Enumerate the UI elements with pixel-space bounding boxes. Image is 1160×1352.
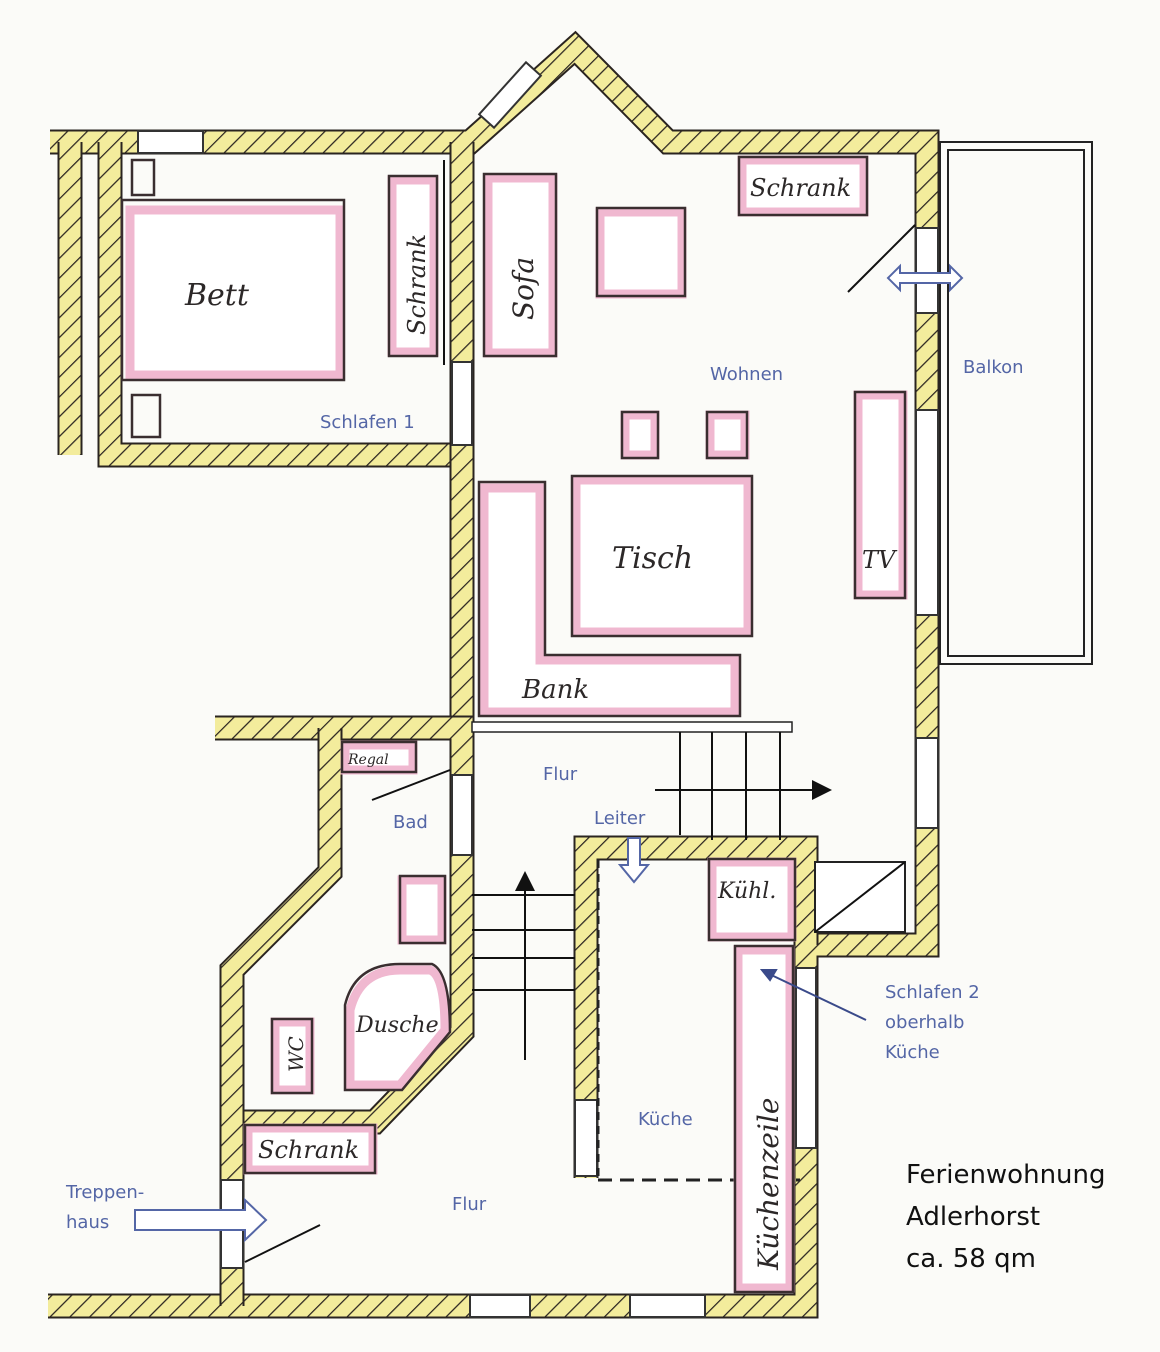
label-bett: Bett [184,278,250,313]
label-regal: Regal [347,752,389,768]
room-flur-lower: Flur [452,1194,487,1215]
label-schrank-living: Schrank [750,174,851,202]
label-bank: Bank [521,675,589,705]
room-schlafen-2-line1: Schlafen 2 [885,982,980,1003]
label-leiter: Leiter [594,808,646,829]
label-schrank-flur: Schrank [258,1136,359,1164]
room-kueche: Küche [638,1109,693,1130]
room-balkon: Balkon [963,357,1024,378]
stairs [471,721,832,1182]
windows [137,60,939,1318]
room-schlafen-2-line3: Küche [885,1042,940,1063]
furniture [120,155,908,1294]
room-schlafen-1: Schlafen 1 [320,412,415,433]
room-bad: Bad [393,812,428,833]
room-flur-upper: Flur [543,764,578,785]
room-schlafen-2-line2: oberhalb [885,1012,964,1033]
label-kuehl: Kühl. [717,879,776,904]
room-wohnen: Wohnen [710,364,783,385]
plan-title: Ferienwohnung Adlerhorst ca. 58 qm [906,1160,1106,1274]
title-line-1: Ferienwohnung [906,1160,1106,1190]
label-dusche: Dusche [355,1013,439,1038]
treppenhaus-arrow-icon [134,1197,268,1243]
arrows [134,263,964,1243]
leiter-arrow-icon [617,837,651,884]
room-treppenhaus-line1: Treppen- [65,1182,144,1203]
balcony [939,141,1093,665]
label-sofa: Sofa [507,257,540,320]
title-line-2: Adlerhorst [906,1202,1040,1232]
label-tv: TV [862,546,898,574]
title-line-3: ca. 58 qm [906,1244,1036,1274]
label-wc: WC [284,1036,308,1072]
label-kuechenzeile: Küchenzeile [752,1098,785,1271]
label-tisch: Tisch [612,541,693,576]
room-treppenhaus-line2: haus [66,1212,109,1233]
doors [244,160,916,1263]
label-schrank-bed: Schrank [403,234,431,335]
balcony-door-double-arrow-icon [886,263,964,293]
